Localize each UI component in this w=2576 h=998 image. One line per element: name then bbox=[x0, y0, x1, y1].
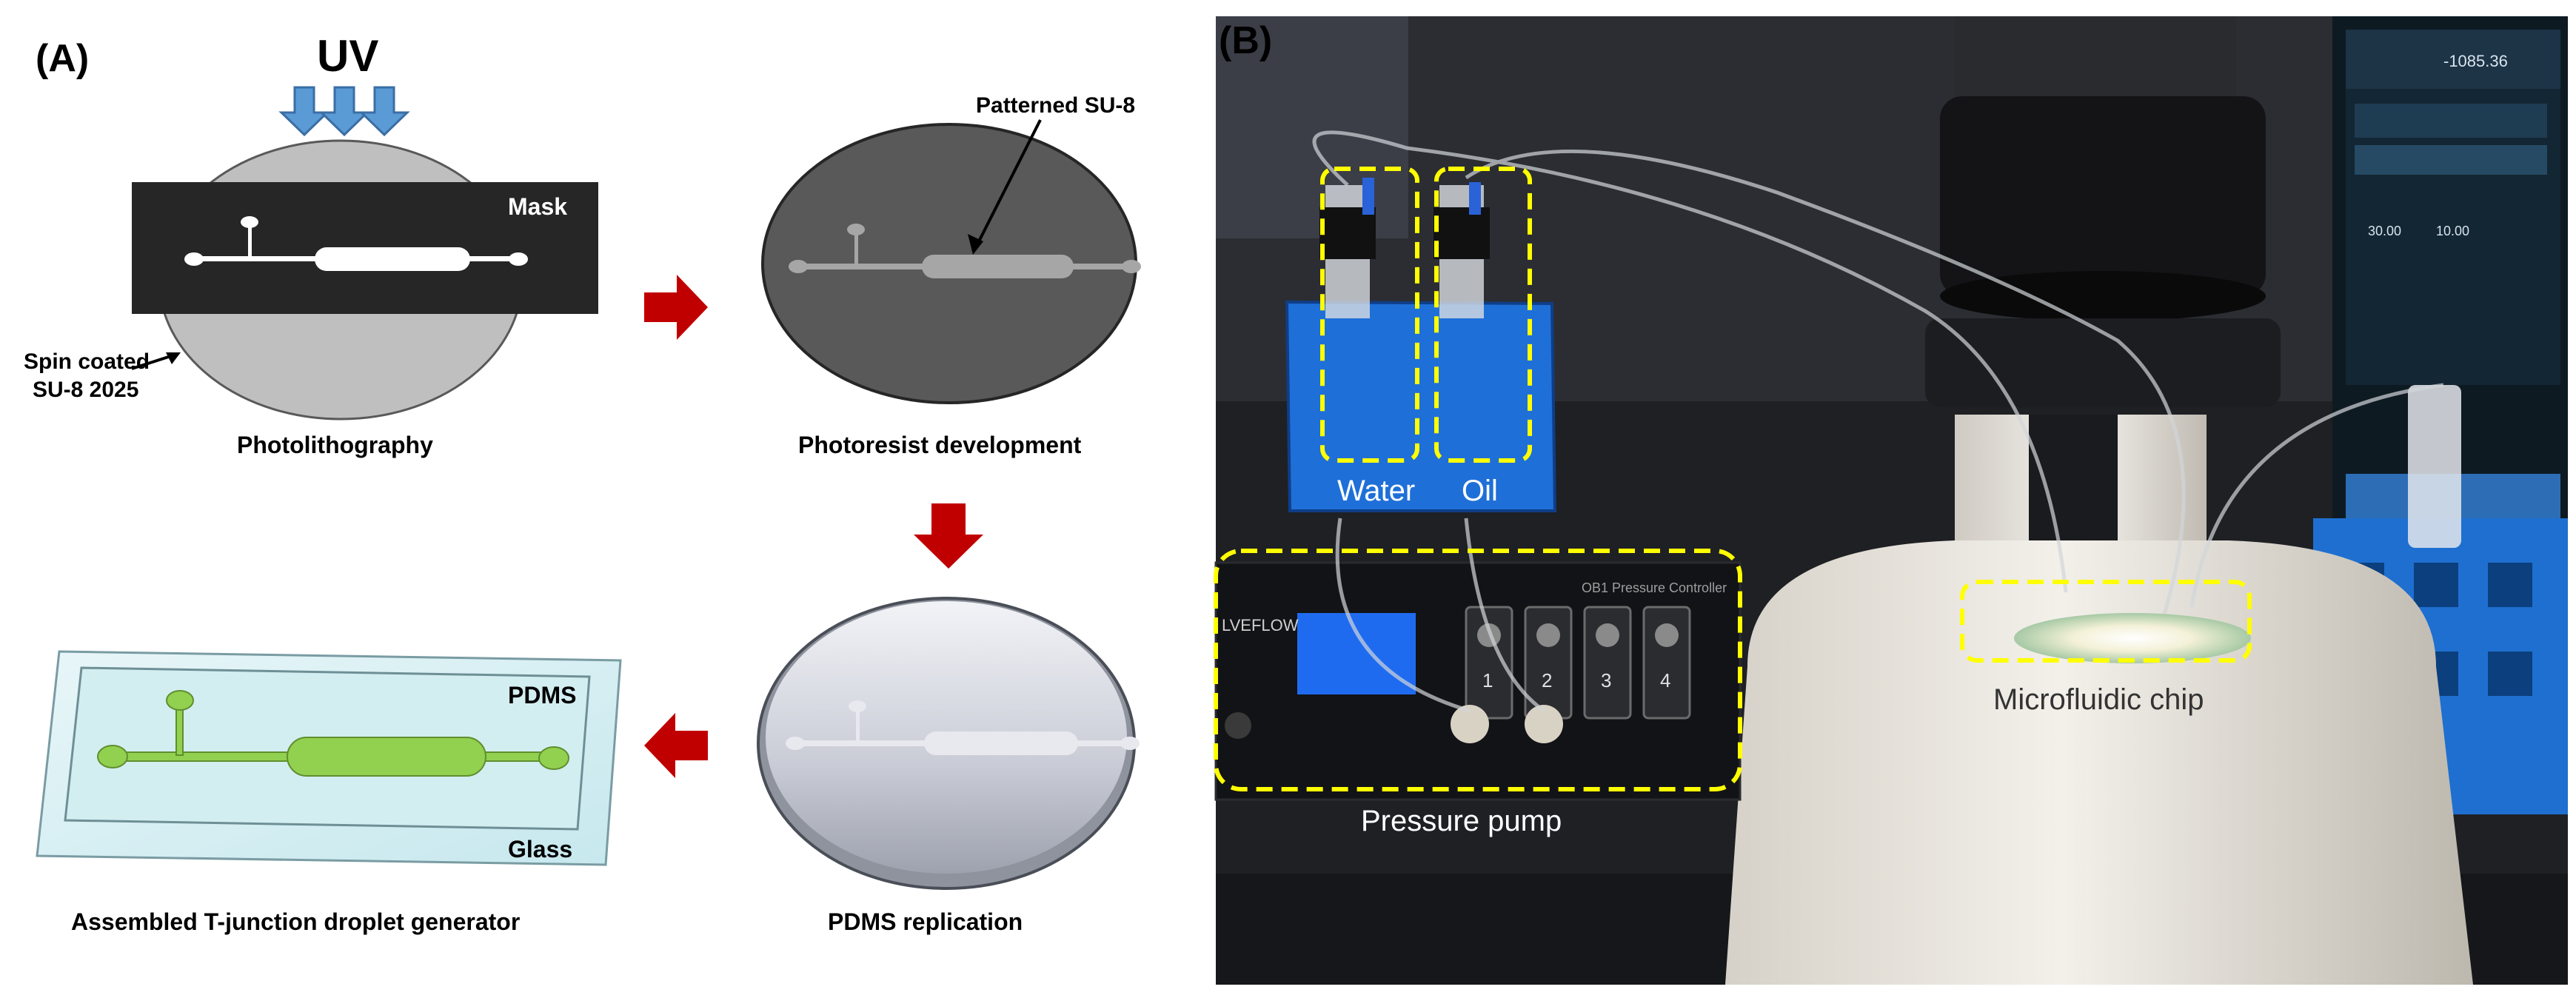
svg-text:OB1 Pressure Controller: OB1 Pressure Controller bbox=[1582, 580, 1727, 595]
green-channel bbox=[97, 690, 569, 777]
svg-text:LVEFLOW: LVEFLOW bbox=[1222, 616, 1299, 634]
flow-arrow-left bbox=[644, 713, 708, 778]
water-highlight-box bbox=[1320, 167, 1419, 463]
mask-label: Mask bbox=[508, 193, 567, 220]
panel-b-label: (B) bbox=[1219, 19, 1272, 62]
spin-coated-label-group: Spin coated SU-8 2025 bbox=[24, 349, 181, 402]
photo-setup: -1085.36 30.00 10.00 bbox=[1214, 16, 2568, 985]
svg-text:Spin coated: Spin coated bbox=[24, 349, 150, 374]
microfluidic-chip-photo bbox=[2014, 613, 2251, 663]
patterned-channel bbox=[789, 224, 1141, 278]
step-photolithography: Photolithography bbox=[237, 432, 433, 458]
panel-a-label: (A) bbox=[36, 37, 89, 80]
pdms-channel bbox=[786, 700, 1140, 755]
pdms-label: PDMS bbox=[508, 682, 576, 709]
water-label: Water bbox=[1337, 475, 1415, 507]
pressure-pump: LVEFLOW OB1 Pressure Controller 1 2 3 4 bbox=[1214, 561, 1742, 801]
svg-text:1: 1 bbox=[1482, 669, 1493, 691]
svg-text:10.00: 10.00 bbox=[2436, 224, 2469, 238]
svg-text:30.00: 30.00 bbox=[2368, 224, 2401, 238]
oil-label: Oil bbox=[1462, 475, 1498, 507]
oil-highlight-box bbox=[1434, 167, 1532, 463]
patterned-su8-label: Patterned SU-8 bbox=[976, 93, 1135, 118]
glass-label: Glass bbox=[508, 836, 572, 863]
microscope bbox=[1725, 16, 2473, 985]
svg-text:SU-8 2025: SU-8 2025 bbox=[33, 378, 138, 402]
microfluidic-chip-label: Microfluidic chip bbox=[1993, 683, 2204, 716]
pressure-pump-label: Pressure pump bbox=[1361, 805, 1562, 837]
svg-text:3: 3 bbox=[1601, 669, 1611, 691]
flow-arrow-right bbox=[644, 275, 708, 340]
tubing bbox=[1312, 130, 2444, 713]
mask-channel-pattern bbox=[184, 216, 528, 271]
pressure-pump-highlight-box bbox=[1214, 549, 1742, 791]
svg-text:-1085.36: -1085.36 bbox=[2443, 52, 2508, 70]
svg-text:2: 2 bbox=[1542, 669, 1552, 691]
step-pdms-replication: PDMS replication bbox=[828, 908, 1023, 935]
step-photoresist-development: Photoresist development bbox=[798, 432, 1082, 458]
flow-arrow-down bbox=[914, 503, 983, 569]
svg-text:4: 4 bbox=[1660, 669, 1670, 691]
patterned-su8-pointer bbox=[976, 119, 1042, 245]
patterned-su8-pointer-head bbox=[968, 234, 983, 255]
uv-arrows bbox=[278, 86, 410, 137]
uv-label: UV bbox=[317, 31, 378, 81]
step-assembled-device: Assembled T-junction droplet generator bbox=[71, 908, 520, 935]
microfluidic-chip-highlight-box bbox=[1960, 580, 2252, 663]
